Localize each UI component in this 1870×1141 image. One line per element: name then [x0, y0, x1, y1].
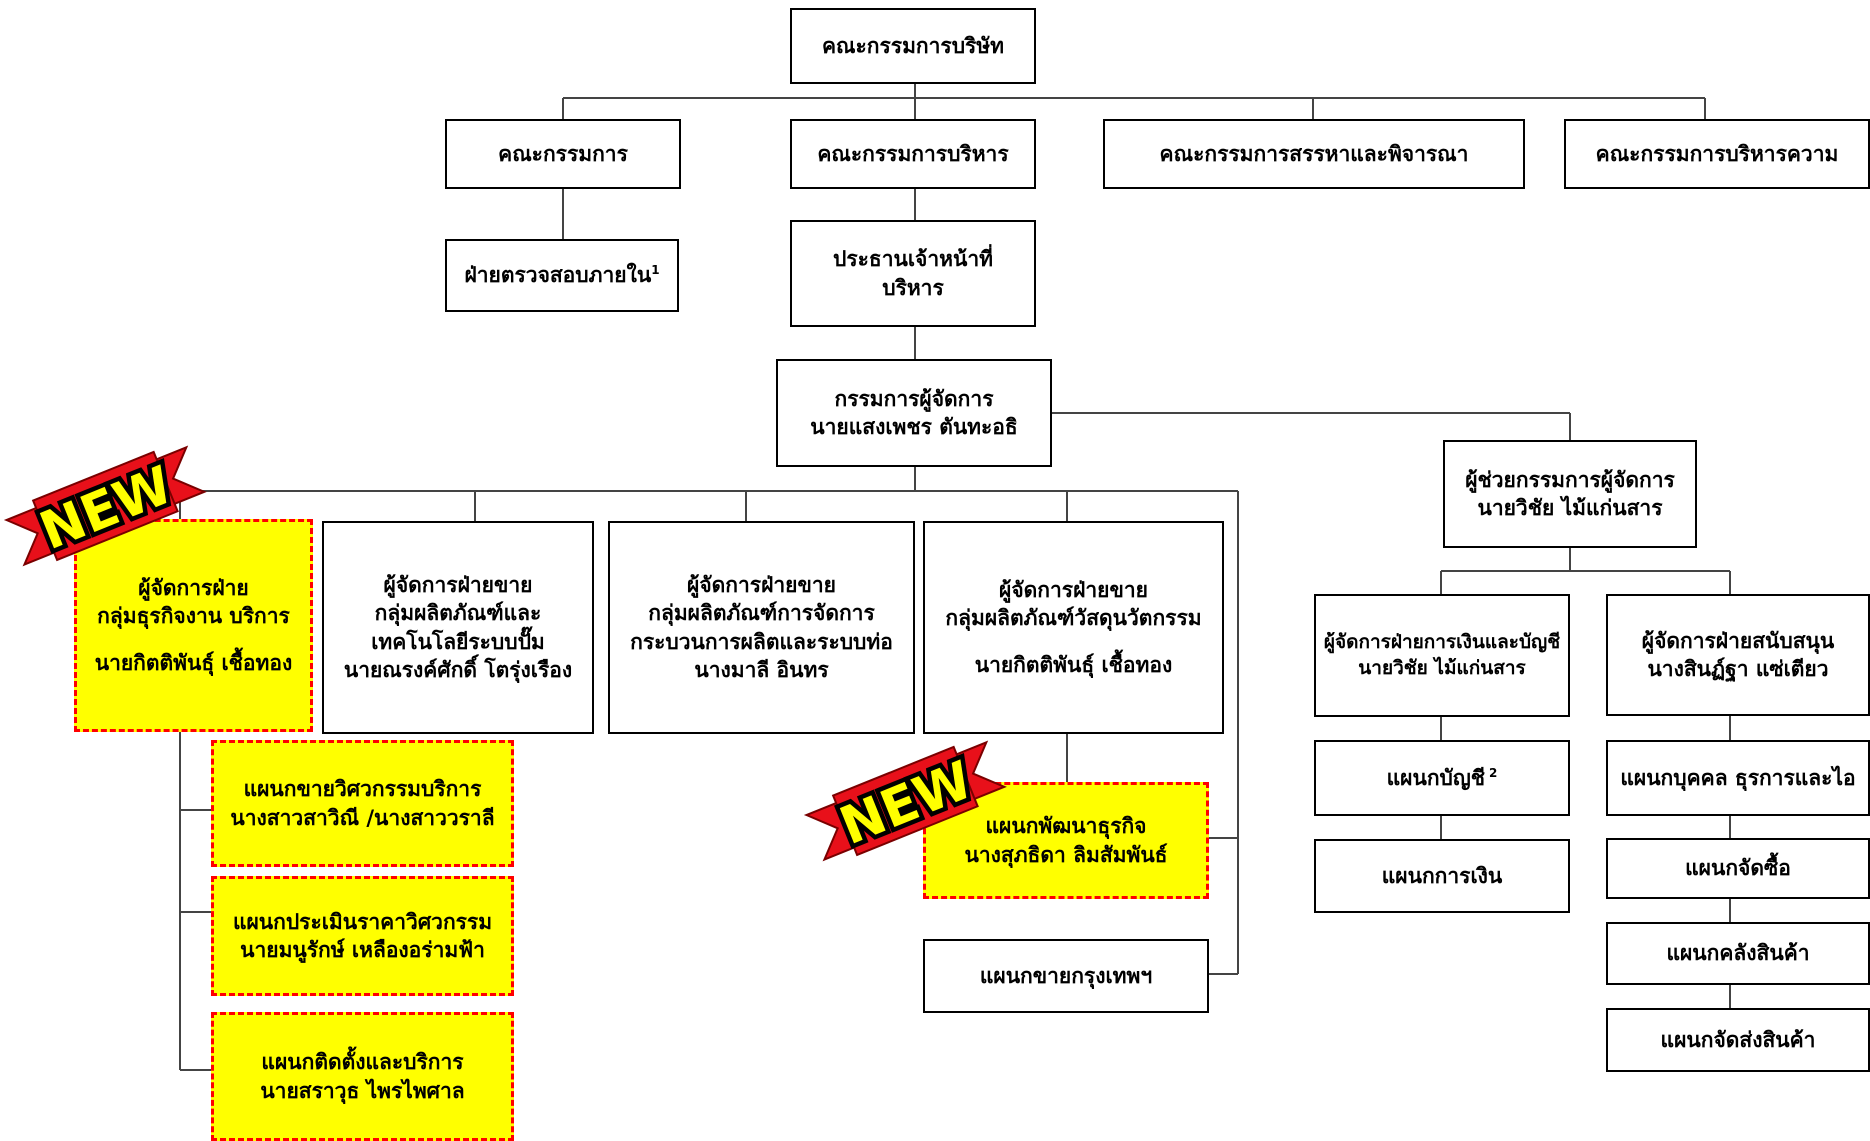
assistant-md-title: ผู้ช่วยกรรมการผู้จัดการ [1465, 467, 1675, 492]
support-manager-box: ผู้จัดการฝ่ายสนับสนุน นางสินฏ์ฐา แซ่เตีย… [1606, 594, 1870, 716]
managing-director-name: นายแสงเพชร ตันทะอธิ [810, 415, 1018, 439]
risk-committee-label: คณะกรรมการบริหารความ [1595, 141, 1839, 166]
new-badge-biz-dev: NEW [803, 740, 1007, 862]
finance-dept-label: แผนกการเงิน [1381, 863, 1503, 888]
finance-manager-box: ผู้จัดการฝ่ายการเงินและบัญชี นายวิชัย ไม… [1314, 594, 1570, 717]
engineering-sales-dept-box: แผนกขายวิศวกรรมบริการ นางสาวสาวิณี /นางส… [211, 740, 514, 867]
committee-box: คณะกรรมการ [445, 119, 681, 189]
executive-committee-box: คณะกรรมการบริหาร [790, 119, 1036, 189]
new-badge-services: NEW [3, 445, 207, 567]
process-sales-manager-group: กลุ่มผลิตภัณฑ์การจัดการ [648, 601, 875, 626]
install-service-dept-title: แผนกติดตั้งและบริการ [261, 1050, 464, 1075]
assistant-md-box: ผู้ช่วยกรรมการผู้จัดการ นายวิชัย ไม้แก่น… [1443, 440, 1697, 548]
process-sales-manager-box: ผู้จัดการฝ่ายขาย กลุ่มผลิตภัณฑ์การจัดการ… [608, 521, 915, 734]
engineering-sales-dept-title: แผนกขายวิศวกรรมบริการ [243, 777, 482, 802]
pump-sales-manager-name: นายณรงค์ศักดิ์ โตรุ่งเรือง [343, 657, 573, 682]
services-manager-title: ผู้จัดการฝ่าย [138, 575, 249, 600]
internal-audit-box: ฝ่ายตรวจสอบภายใน1 [445, 239, 679, 312]
delivery-dept-box: แผนกจัดส่งสินค้า [1606, 1008, 1870, 1072]
nomination-committee-box: คณะกรรมการสรรหาและพิจารณา [1103, 119, 1525, 189]
install-service-dept-box: แผนกติดตั้งและบริการ นายสราวุธ ไพรไพศาล [211, 1012, 514, 1141]
internal-audit-label: ฝ่ายตรวจสอบภายใน1 [458, 261, 665, 289]
purchasing-dept-label: แผนกจัดซื้อ [1685, 856, 1791, 881]
services-manager-group: กลุ่มธุรกิจงาน บริการ [97, 603, 290, 628]
pump-sales-manager-group: กลุ่มผลิตภัณฑ์และ [374, 601, 542, 626]
install-service-dept-staff: นายสราวุธ ไพรไพศาล [260, 1078, 465, 1103]
pump-sales-manager-group2: เทคโนโลยีระบบปั๊ม [371, 629, 545, 654]
board-of-directors-box: คณะกรรมการบริษัท [790, 8, 1036, 84]
process-sales-manager-name: นางมาลี อินทร [694, 657, 829, 682]
pump-sales-manager-box: ผู้จัดการฝ่ายขาย กลุ่มผลิตภัณฑ์และ เทคโน… [322, 521, 594, 734]
committee-label: คณะกรรมการ [498, 141, 628, 166]
managing-director-title: กรรมการผู้จัดการ [834, 386, 994, 411]
hr-admin-it-dept-box: แผนกบุคคล ธุรการและไอ [1606, 740, 1870, 816]
bangkok-sales-dept-title: แผนกขายกรุงเทพฯ [979, 963, 1153, 988]
engineering-estimate-dept-staff: นายมนูรักษ์ เหลืองอร่ามฟ้า [240, 938, 485, 962]
support-manager-title: ผู้จัดการฝ่ายสนับสนุน [1641, 628, 1835, 653]
managing-director-box: กรรมการผู้จัดการ นายแสงเพชร ตันทะอธิ [776, 359, 1052, 467]
warehouse-dept-label: แผนกคลังสินค้า [1666, 941, 1810, 966]
ceo-title-line1: ประธานเจ้าหน้าที่ [833, 247, 993, 272]
business-development-dept-title: แผนกพัฒนาธุรกิจ [985, 814, 1147, 839]
bangkok-sales-dept-box: แผนกขายกรุงเทพฯ [923, 939, 1209, 1013]
executive-committee-label: คณะกรรมการบริหาร [817, 141, 1009, 166]
accounting-dept-label: แผนกบัญชี2 [1381, 764, 1504, 792]
services-manager-name: นายกิตติพันธุ์ เชื้อทอง [94, 651, 293, 676]
support-manager-name: นางสินฏ์ฐา แซ่เตียว [1647, 657, 1829, 681]
engineering-estimate-dept-box: แผนกประเมินราคาวิศวกรรม นายมนูรักษ์ เหลื… [211, 876, 514, 996]
innovation-sales-manager-box: ผู้จัดการฝ่ายขาย กลุ่มผลิตภัณฑ์วัสดุนวัต… [923, 521, 1224, 734]
internal-audit-text: ฝ่ายตรวจสอบภายใน [464, 263, 652, 288]
engineering-estimate-dept-title: แผนกประเมินราคาวิศวกรรม [232, 909, 493, 934]
risk-committee-box: คณะกรรมการบริหารความ [1564, 119, 1870, 189]
hr-admin-it-dept-label: แผนกบุคคล ธุรการและไอ [1620, 765, 1856, 790]
delivery-dept-label: แผนกจัดส่งสินค้า [1660, 1027, 1816, 1052]
process-sales-manager-group2: กระบวนการผลิตและระบบท่อ [630, 629, 893, 654]
process-sales-manager-title: ผู้จัดการฝ่ายขาย [687, 572, 836, 597]
ceo-title-line2: บริหาร [882, 275, 944, 300]
services-manager-box: ผู้จัดการฝ่าย กลุ่มธุรกิจงาน บริการ นายก… [74, 519, 313, 732]
warehouse-dept-box: แผนกคลังสินค้า [1606, 922, 1870, 985]
business-development-dept-staff: นางสุภธิดา ลิมสัมพันธ์ [964, 842, 1168, 867]
finance-manager-name: นายวิชัย ไม้แก่นสาร [1358, 656, 1526, 679]
ceo-box: ประธานเจ้าหน้าที่ บริหาร [790, 220, 1036, 327]
accounting-dept-text: แผนกบัญชี [1386, 765, 1486, 790]
pump-sales-manager-title: ผู้จัดการฝ่ายขาย [383, 572, 533, 597]
finance-dept-box: แผนกการเงิน [1314, 839, 1570, 913]
nomination-committee-label: คณะกรรมการสรรหาและพิจารณา [1159, 141, 1469, 166]
assistant-md-name: นายวิชัย ไม้แก่นสาร [1477, 496, 1663, 520]
innovation-sales-manager-title: ผู้จัดการฝ่ายขาย [999, 577, 1148, 602]
internal-audit-footnote: 1 [651, 263, 660, 278]
accounting-dept-box: แผนกบัญชี2 [1314, 740, 1570, 816]
purchasing-dept-box: แผนกจัดซื้อ [1606, 838, 1870, 899]
engineering-sales-dept-staff: นางสาวสาวิณี /นางสาววราลี [230, 805, 495, 830]
innovation-sales-manager-group: กลุ่มผลิตภัณฑ์วัสดุนวัตกรรม [945, 605, 1202, 630]
finance-manager-title: ผู้จัดการฝ่ายการเงินและบัญชี [1323, 630, 1561, 653]
innovation-sales-manager-name: นายกิตติพันธุ์ เชื้อทอง [974, 653, 1173, 678]
board-of-directors-label: คณะกรรมการบริษัท [821, 33, 1004, 58]
accounting-dept-footnote: 2 [1489, 765, 1498, 780]
